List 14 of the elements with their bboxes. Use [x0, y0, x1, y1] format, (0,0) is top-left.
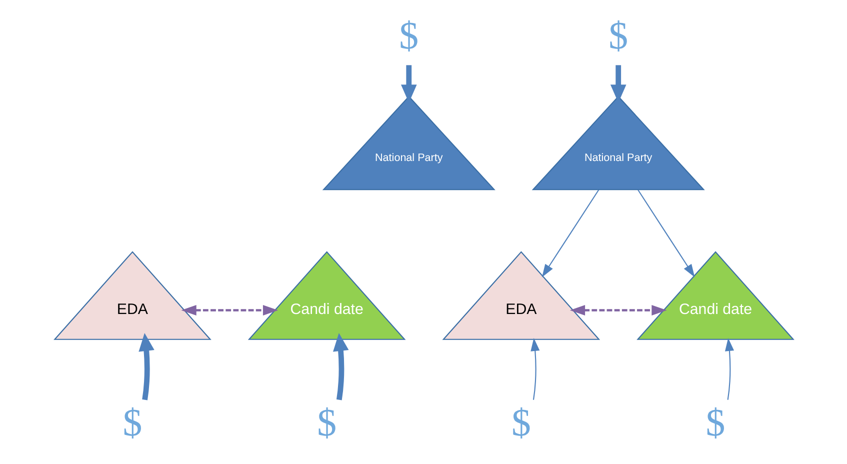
arrow [637, 189, 694, 277]
node-text: $ [510, 400, 530, 444]
arrow [541, 189, 599, 277]
node-text: $ [398, 14, 418, 58]
arrow [138, 332, 154, 400]
node-text: $ [122, 400, 142, 444]
arrow [180, 304, 278, 316]
arrow [569, 304, 666, 316]
arrow [530, 338, 540, 400]
node-text: $ [608, 14, 628, 58]
node-text: $ [705, 400, 725, 444]
node-text: $ [316, 400, 336, 444]
arrow [724, 338, 734, 400]
arrow [332, 332, 348, 400]
